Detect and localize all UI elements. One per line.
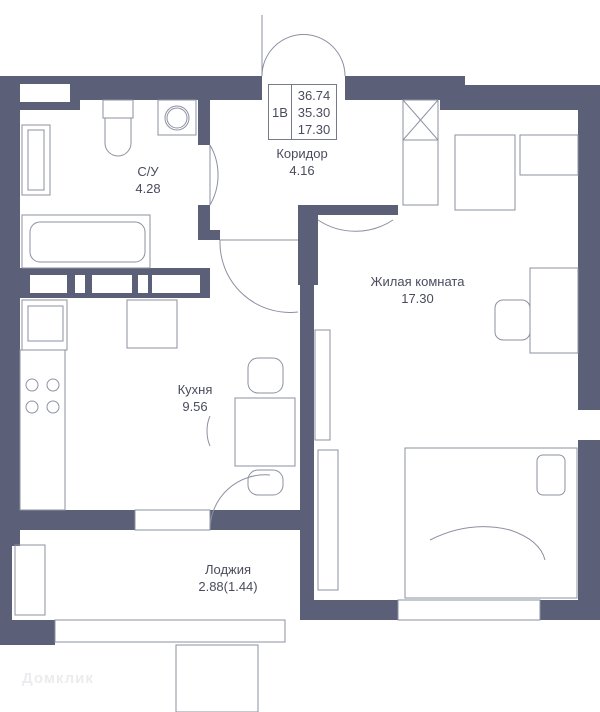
room-area: 4.28 (135, 181, 161, 196)
room-name: Лоджия (204, 562, 252, 577)
room-area: 9.56 (182, 399, 208, 414)
living-total-area: 35.30 (297, 104, 331, 120)
room-name: С/У (137, 164, 159, 179)
room-name: Коридор (276, 146, 328, 161)
total-area: 36.74 (297, 87, 331, 103)
living-area: 17.30 (297, 121, 331, 137)
fixtures (14, 15, 579, 712)
apartment-info-box: 1В 36.74 35.30 17.30 (268, 84, 337, 140)
walls (0, 76, 600, 645)
room-corridor: Коридор 4.16 (262, 145, 342, 179)
room-kitchen: Кухня 9.56 (160, 381, 230, 415)
room-name: Кухня (177, 382, 213, 397)
room-area: 4.16 (289, 163, 315, 178)
room-area: 2.88(1.44) (198, 579, 258, 594)
wall-openings (20, 84, 200, 293)
room-loggia: Лоджия 2.88(1.44) (178, 561, 278, 595)
room-area: 17.30 (401, 291, 434, 306)
room-living: Жилая комната 17.30 (355, 273, 480, 307)
apartment-type: 1В (269, 85, 292, 139)
room-bathroom: С/У 4.28 (118, 163, 178, 197)
room-name: Жилая комната (370, 274, 465, 289)
watermark-logo: Домклик (22, 670, 94, 687)
